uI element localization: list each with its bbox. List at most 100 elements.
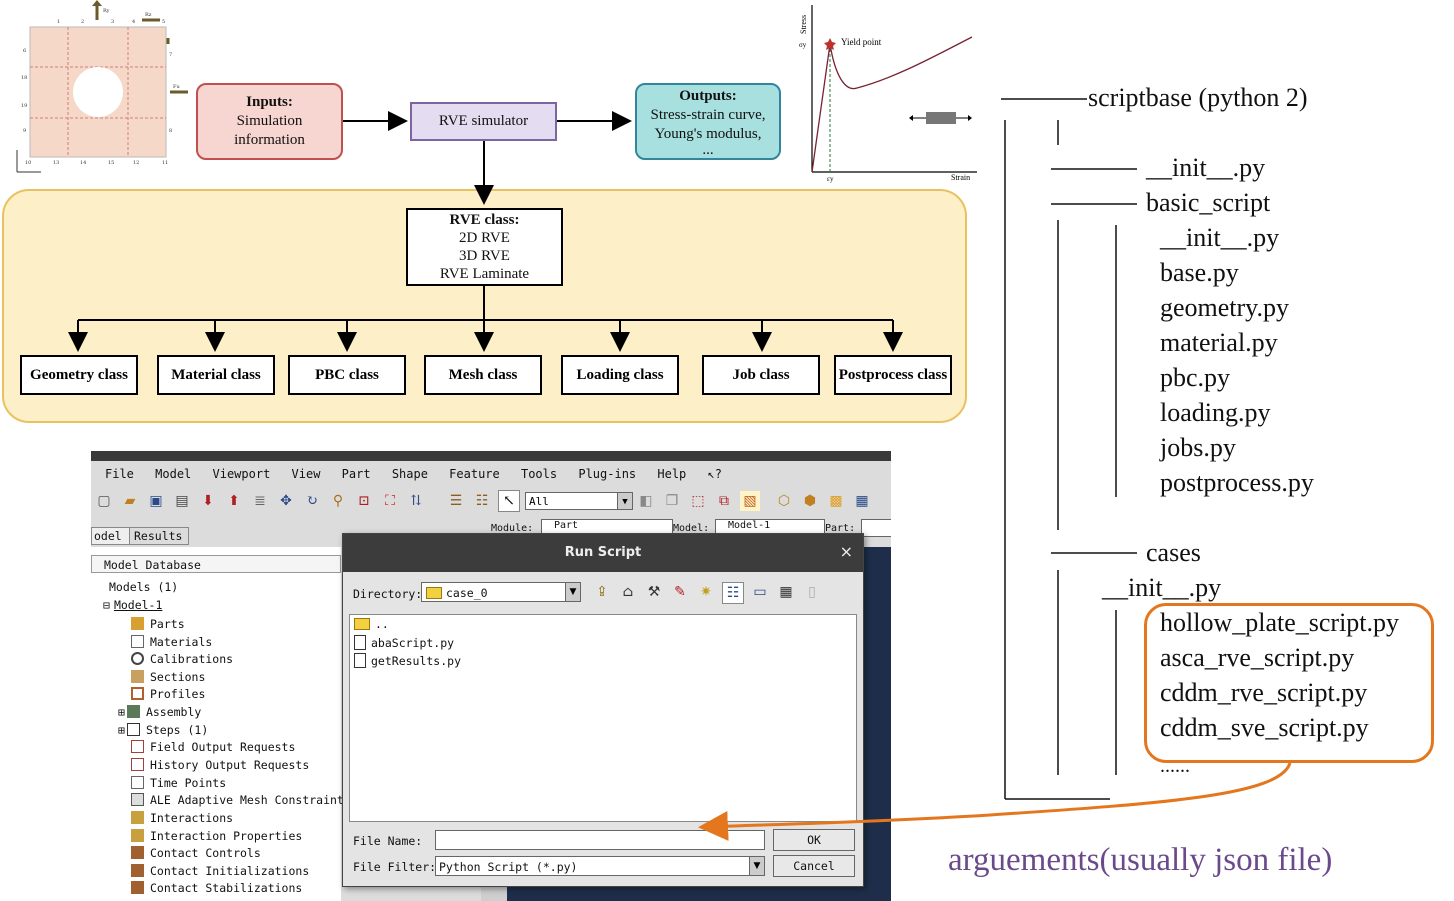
folder-icon — [354, 618, 370, 630]
tab-results[interactable]: Results — [129, 527, 189, 545]
menu-tools[interactable]: Tools — [520, 467, 558, 481]
tree-ale-mesh[interactable]: ALE Adaptive Mesh Constraints — [131, 791, 351, 808]
close-icon[interactable]: × — [839, 542, 853, 561]
menu-shape[interactable]: Shape — [391, 467, 428, 481]
menu-viewport[interactable]: Viewport — [212, 467, 271, 481]
copy-icon[interactable]: ❐ — [665, 493, 679, 509]
tree-contact-controls[interactable]: Contact Controls — [131, 844, 261, 861]
menu-part[interactable]: Part — [341, 467, 371, 481]
clipboard-icon[interactable]: ▯ — [808, 584, 816, 600]
tree-calibrations[interactable]: Calibrations — [131, 650, 233, 667]
tree-interaction-properties[interactable]: Interaction Properties — [131, 827, 302, 844]
tree-basic-file: loading.py — [1160, 398, 1271, 427]
toggle-icon[interactable]: ◧ — [639, 493, 653, 509]
tree-sections[interactable]: Sections — [131, 668, 205, 685]
file-icon — [354, 635, 366, 650]
render-icon[interactable]: ▧ — [740, 491, 760, 511]
tree-model-1[interactable]: ⊟Model-1 — [103, 598, 163, 612]
tree-interactions[interactable]: Interactions — [131, 809, 233, 826]
ladder-icon[interactable]: ☰ — [449, 493, 463, 509]
up-folder-icon[interactable]: ⇪ — [596, 584, 608, 600]
plate-label: Ry — [103, 8, 110, 14]
tree-root: scriptbase (python 2) — [1088, 83, 1308, 112]
home-icon[interactable]: ⌂ — [622, 584, 634, 600]
tree-time-points[interactable]: Time Points — [131, 774, 226, 791]
file-list[interactable]: .. abaScript.py getResults.py — [349, 614, 857, 822]
rotate-icon[interactable]: ↻ — [306, 493, 318, 509]
part-select[interactable] — [861, 519, 891, 537]
export-icon[interactable]: ⬆ — [228, 493, 240, 509]
tree-parts[interactable]: Parts — [131, 615, 185, 632]
plate-node-label: 4 — [132, 19, 135, 25]
select-box-icon[interactable]: ⬚ — [691, 493, 705, 509]
pbc-class-box: PBC class — [288, 355, 406, 395]
tree-materials[interactable]: Materials — [131, 633, 212, 650]
tree-steps[interactable]: ⊞Steps (1) — [118, 722, 209, 737]
file-name-input[interactable] — [435, 830, 765, 850]
field-output-icon — [131, 740, 144, 753]
ale-mesh-icon — [131, 793, 144, 806]
box-zoom-icon[interactable]: ⊡ — [358, 493, 370, 509]
outputs-title: Outputs: — [679, 88, 737, 104]
save-icon[interactable]: ▣ — [149, 493, 163, 509]
wireframe-icon[interactable]: ⬡ — [777, 493, 791, 509]
contact-stabilizations-icon — [131, 881, 144, 894]
list-view-icon[interactable]: ☷ — [722, 582, 744, 604]
tab-model[interactable]: odel — [91, 527, 131, 545]
tree-contact-stabilizations[interactable]: Contact Stabilizations — [131, 879, 302, 896]
file-item-parent[interactable]: .. — [354, 617, 389, 631]
tree-contact-initializations[interactable]: Contact Initializations — [131, 862, 309, 879]
main-toolbar: ▢ ▰ ▣ ▤ ⬇ ⬆ ≣ ✥ ↻ ⚲ ⊡ ⛶ ⇅ ☰ ☷ ↖ All ▼ ◧ … — [91, 487, 891, 515]
icon-view-icon[interactable]: ▭ — [753, 584, 767, 600]
inputs-box: Inputs: Simulation information — [196, 83, 343, 160]
simulator-label: RVE simulator — [438, 113, 529, 129]
sections-icon — [131, 670, 144, 683]
file-filter-select[interactable]: Python Script (*.py) ▼ — [435, 856, 765, 876]
open-icon[interactable]: ▰ — [124, 493, 136, 509]
menu-view[interactable]: View — [291, 467, 321, 481]
menu-help[interactable]: Help — [657, 467, 687, 481]
tree-more: ...... — [1160, 755, 1190, 777]
menu-feature[interactable]: Feature — [449, 467, 500, 481]
bookmark-icon[interactable]: ✎ — [674, 584, 686, 600]
new-folder-icon[interactable]: ✷ — [700, 584, 712, 600]
menu-context-help[interactable]: ↖? — [707, 467, 722, 481]
zoom-icon[interactable]: ⚲ — [332, 493, 344, 509]
pan-icon[interactable]: ✥ — [280, 493, 292, 509]
plate-label: Rz — [145, 12, 152, 18]
new-icon[interactable]: ▢ — [97, 493, 111, 509]
mesh-view-icon[interactable]: ▦ — [855, 493, 869, 509]
layers-icon[interactable]: ≣ — [254, 493, 266, 509]
model-value: Model-1 — [728, 520, 771, 531]
yield-point-label: Yield point — [841, 37, 882, 47]
tree-profiles[interactable]: Profiles — [131, 685, 205, 702]
ok-button[interactable]: OK — [773, 829, 855, 851]
chevron-down-icon[interactable]: ▼ — [749, 857, 764, 875]
tree-assembly[interactable]: ⊞Assembly — [118, 704, 202, 719]
print-icon[interactable]: ▤ — [175, 493, 189, 509]
chevron-down-icon[interactable]: ▼ — [565, 583, 580, 601]
outputs-line: Stress-strain curve, — [650, 107, 766, 123]
menu-plugins[interactable]: Plug-ins — [578, 467, 637, 481]
cycle-icon[interactable]: ⇅ — [410, 493, 422, 509]
tree-basic-file: geometry.py — [1160, 293, 1289, 322]
select-chain-icon[interactable]: ⧉ — [719, 493, 729, 509]
select-cursor-icon[interactable]: ↖ — [498, 490, 520, 512]
shaded-icon[interactable]: ▩ — [829, 493, 843, 509]
tree-history-output[interactable]: History Output Requests — [131, 756, 309, 773]
cancel-button[interactable]: Cancel — [773, 855, 855, 877]
fit-icon[interactable]: ⛶ — [385, 493, 395, 509]
detail-view-icon[interactable]: ▦ — [779, 584, 793, 600]
ladder2-icon[interactable]: ☷ — [475, 493, 489, 509]
tree-models[interactable]: Models (1) — [109, 580, 179, 594]
hammer-icon[interactable]: ⚒ — [647, 584, 661, 600]
file-item[interactable]: getResults.py — [354, 653, 461, 668]
menu-model[interactable]: Model — [155, 467, 192, 481]
directory-select[interactable]: case_0 ▼ — [421, 582, 581, 602]
hidden-icon[interactable]: ⬢ — [803, 493, 817, 509]
selection-filter-select[interactable]: All ▼ — [525, 492, 633, 510]
menu-file[interactable]: File — [105, 467, 134, 481]
file-item[interactable]: abaScript.py — [354, 635, 454, 650]
tree-field-output[interactable]: Field Output Requests — [131, 738, 295, 755]
import-icon[interactable]: ⬇ — [202, 493, 214, 509]
